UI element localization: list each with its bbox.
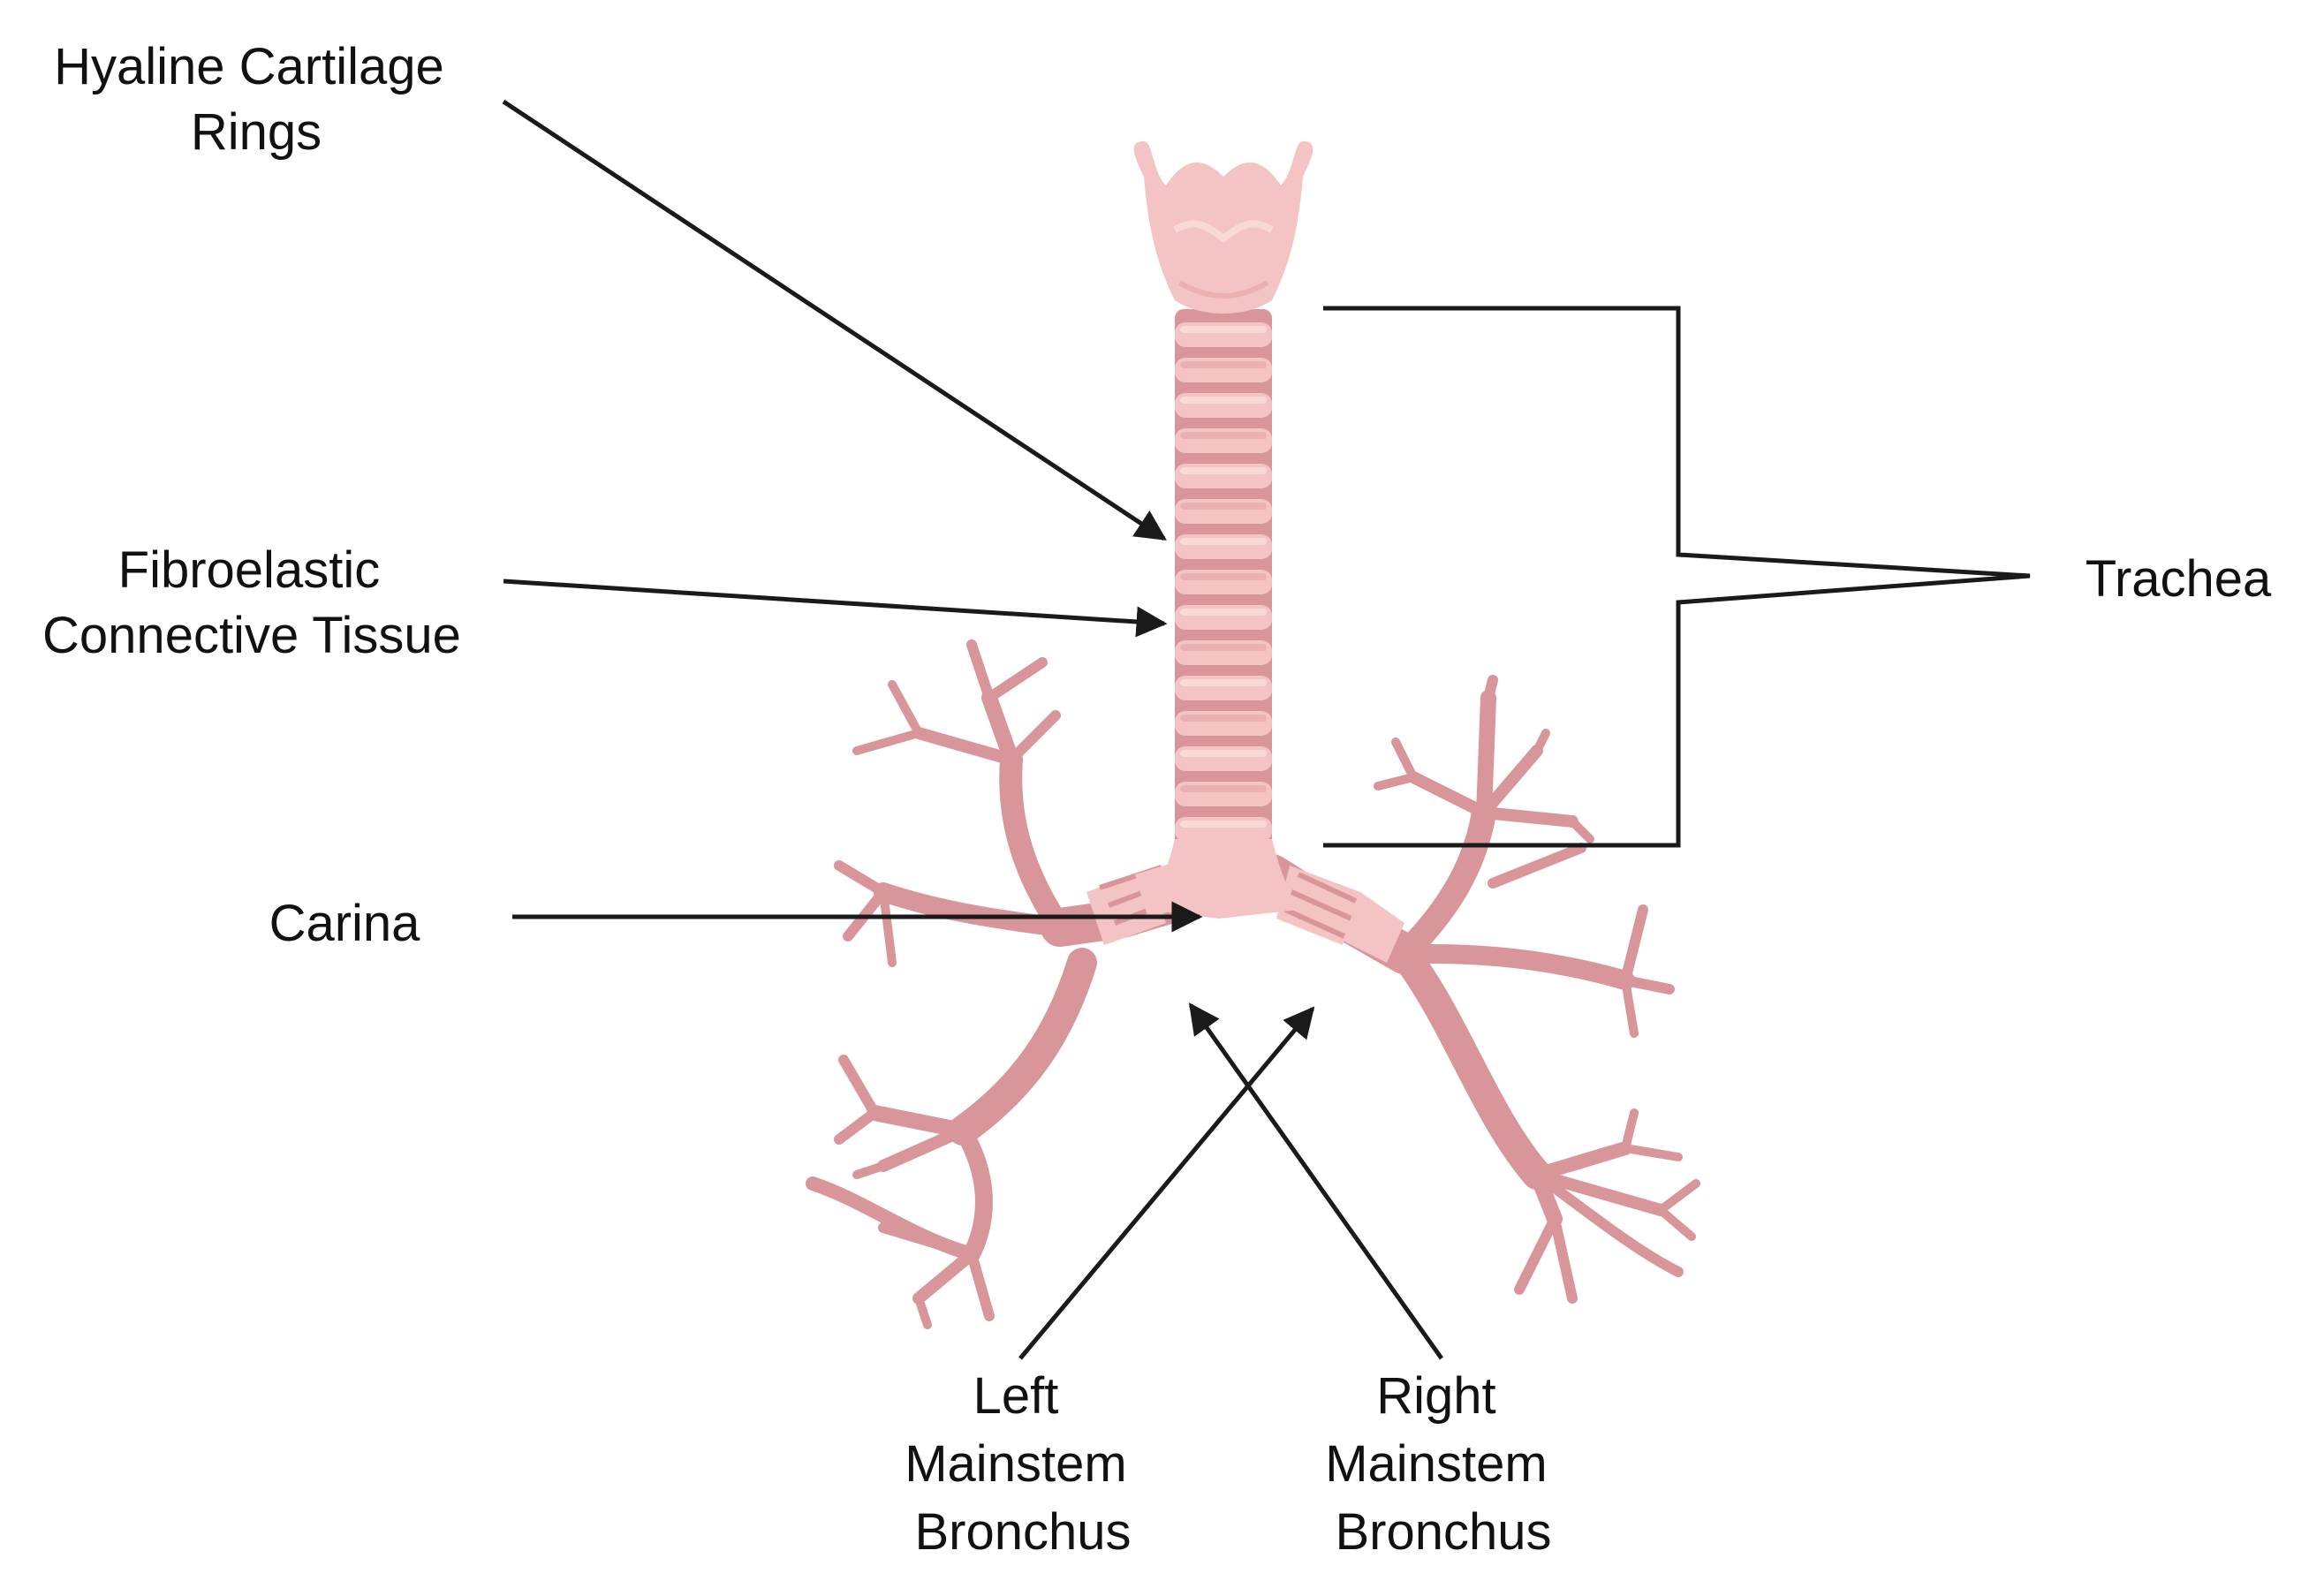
label-left-line3: Bronchus	[914, 1503, 1131, 1561]
larynx	[1133, 141, 1313, 314]
cartilage-ring-highlight	[1180, 644, 1267, 651]
label-right-mainstem-bronchus: Right Mainstem Bronchus	[1325, 1367, 1562, 1561]
cartilage-ring-highlight	[1180, 432, 1267, 439]
label-trachea: Trachea	[2086, 550, 2272, 608]
left-bronchial-tree	[806, 639, 1230, 1329]
cartilage-ring-highlight	[1180, 750, 1267, 757]
label-left-line1: Left	[973, 1367, 1059, 1425]
cartilage-ring-highlight	[1180, 679, 1267, 686]
cartilage-ring-highlight	[1180, 467, 1267, 474]
cartilage-ring-highlight	[1180, 715, 1267, 722]
right-bronchial-tree	[1252, 675, 1700, 1304]
fibroelastic-pointer	[503, 579, 1168, 638]
label-fibro-line1: Fibroelastic	[118, 541, 381, 599]
label-carina: Carina	[269, 895, 421, 952]
label-right-line3: Bronchus	[1335, 1503, 1551, 1561]
label-right-line1: Right	[1376, 1367, 1495, 1425]
cartilage-ring-highlight	[1180, 785, 1267, 792]
cartilage-ring-highlight	[1180, 397, 1267, 404]
label-hyaline-line1: Hyaline Cartilage	[54, 38, 444, 95]
cartilage-ring-highlight	[1180, 573, 1267, 580]
label-left-mainstem-bronchus: Left Mainstem Bronchus	[905, 1367, 1141, 1561]
cartilage-ring-highlight	[1180, 326, 1267, 333]
cartilage-ring-highlight	[1180, 538, 1267, 545]
hyaline-rings-pointer	[502, 99, 1167, 541]
cartilage-ring-highlight	[1180, 361, 1267, 368]
label-fibroelastic-connective-tissue: Fibroelastic Connective Tissue	[42, 541, 461, 664]
left-bronchus-pointer	[1018, 1006, 1315, 1360]
cartilage-ring-highlight	[1180, 503, 1267, 510]
right-bronchus-cartilage	[1276, 866, 1404, 963]
label-fibro-line2: Connective Tissue	[42, 607, 461, 664]
right-bronchus-pointer	[1188, 1002, 1444, 1360]
label-hyaline-line2: Rings	[191, 103, 322, 161]
cartilage-ring-highlight	[1180, 609, 1267, 616]
label-right-line2: Mainstem	[1325, 1435, 1547, 1493]
label-left-line2: Mainstem	[905, 1435, 1126, 1493]
cartilage-ring-highlight	[1180, 821, 1267, 828]
trachea-bracket	[1323, 306, 2031, 848]
label-hyaline-cartilage-rings: Hyaline Cartilage Rings	[54, 38, 458, 161]
cartilage-rings	[1175, 322, 1272, 842]
